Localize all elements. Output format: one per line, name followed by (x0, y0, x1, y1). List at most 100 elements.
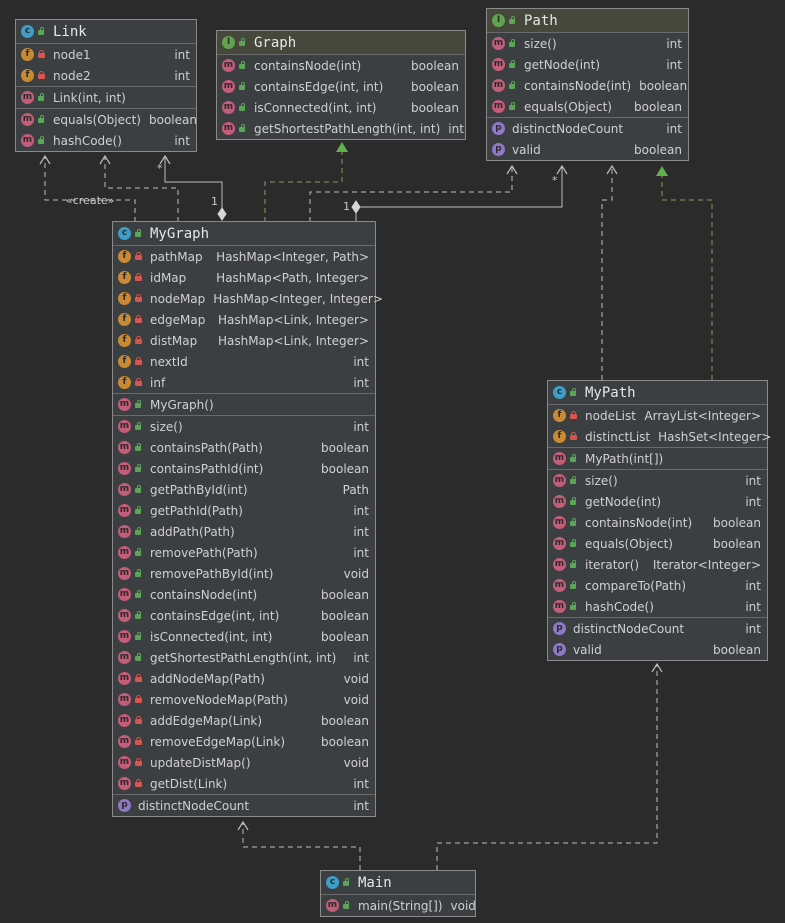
public-visibility-icon (508, 16, 517, 25)
member-name: hashCode() (53, 133, 122, 148)
member-name: inf (150, 375, 166, 390)
member-type: int (448, 121, 464, 136)
public-lock-icon (134, 548, 143, 557)
public-lock-icon (134, 569, 143, 578)
member-type: ArrayList<Integer> (644, 408, 761, 423)
method-icon: m (553, 558, 566, 571)
member-type: int (353, 798, 369, 813)
member-name: equals(Object) (524, 99, 612, 114)
public-lock-icon (134, 590, 143, 599)
method-icon: m (222, 101, 235, 114)
member-type: int (353, 776, 369, 791)
member-name: removeNodeMap(Path) (150, 692, 288, 707)
public-visibility-icon (134, 229, 143, 238)
main-title: Main (358, 874, 392, 891)
member-type: boolean (639, 78, 688, 93)
property-icon: p (553, 622, 566, 635)
public-lock-icon (134, 422, 143, 431)
member-name: distinctNodeCount (512, 121, 624, 136)
property-icon: p (118, 799, 131, 812)
member-row[interactable]: p distinctNodeCount int (113, 795, 375, 816)
member-name: Link(int, int) (53, 90, 126, 105)
member-name: distinctNodeCount (138, 798, 250, 813)
member-name: removePathById(int) (150, 566, 274, 581)
member-name: containsPath(Path) (150, 440, 263, 455)
public-lock-icon (134, 506, 143, 515)
member-name: containsNode(int) (585, 515, 693, 530)
member-name: hashCode() (585, 599, 654, 614)
graph-title: Graph (254, 34, 297, 51)
